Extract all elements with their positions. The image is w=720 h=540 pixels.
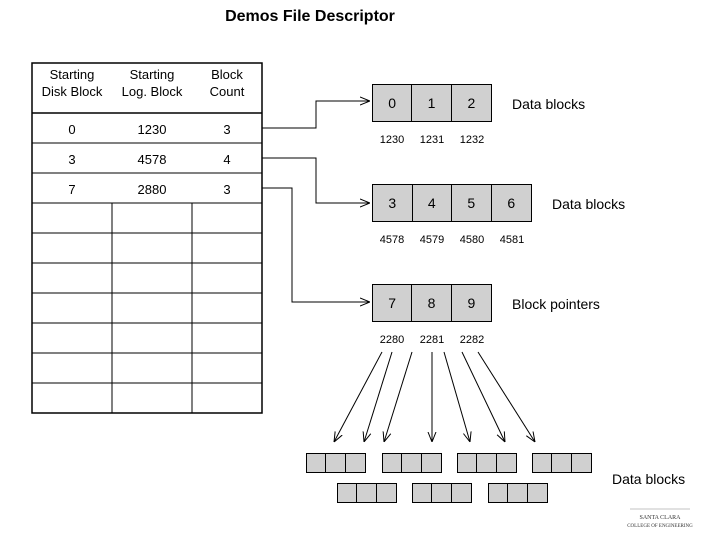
pointer-arrows xyxy=(334,351,535,442)
diagram-title: Demos File Descriptor xyxy=(225,8,395,25)
block-cell: 6 xyxy=(507,195,516,211)
table-row-dividers xyxy=(32,142,262,384)
block-address: 2282 xyxy=(459,334,485,346)
logo-line2: COLLEGE OF ENGINEERING xyxy=(627,524,693,529)
row3-disk-block: 7 xyxy=(68,182,76,197)
descriptor-table-frame xyxy=(31,62,263,414)
arrow-row1-to-group1 xyxy=(262,101,370,129)
header-starting-log-block: Starting Log. Block xyxy=(112,66,192,100)
block-cell: 5 xyxy=(452,185,492,221)
data-block-group xyxy=(382,453,442,473)
data-block-group xyxy=(337,483,397,503)
block-address: 2280 xyxy=(379,334,405,346)
block-group-3: 7 8 9 xyxy=(372,284,492,322)
logo-line1: SANTA CLARA xyxy=(639,515,681,521)
row1-disk-block: 0 xyxy=(68,122,76,137)
block-group-1: 0 1 2 xyxy=(372,84,492,122)
header-line: Block xyxy=(211,67,243,82)
header-line: Disk Block xyxy=(41,84,103,99)
group1-label: Data blocks xyxy=(512,96,586,112)
block-group-2: 3 4 5 6 xyxy=(372,184,532,222)
block-address: 4580 xyxy=(459,234,485,246)
row2-block-count: 4 xyxy=(223,152,231,167)
bottom-data-blocks-label: Data blocks xyxy=(612,471,686,487)
header-line: Starting xyxy=(49,67,95,82)
group3-label: Block pointers xyxy=(512,296,600,312)
row2-disk-block: 3 xyxy=(68,152,76,167)
block-address: 1230 xyxy=(379,134,405,146)
block-cell: 8 xyxy=(412,285,452,321)
block-address: 2281 xyxy=(419,334,445,346)
header-block-count: Block Count xyxy=(192,66,262,100)
block-address: 4581 xyxy=(499,234,525,246)
header-starting-disk-block: Starting Disk Block xyxy=(32,66,112,100)
block-cell: 3 xyxy=(373,185,413,221)
block-cell: 4 xyxy=(413,185,452,221)
block-address: 4578 xyxy=(379,234,405,246)
row2-log-block: 4578 xyxy=(137,152,167,167)
row1-block-count: 3 xyxy=(223,122,231,137)
header-line: Log. Block xyxy=(121,84,183,99)
block-cell: 1 xyxy=(412,85,452,121)
block-address: 1231 xyxy=(419,134,445,146)
data-block-group xyxy=(457,453,517,473)
block-cell: 0 xyxy=(373,85,413,121)
data-block-group xyxy=(412,483,472,503)
header-line: Starting xyxy=(129,67,175,82)
block-cell: 2 xyxy=(467,95,476,111)
data-block-group xyxy=(488,483,548,503)
block-address: 4579 xyxy=(419,234,445,246)
university-logo: SANTA CLARA COLLEGE OF ENGINEERING xyxy=(627,508,693,529)
block-address: 1232 xyxy=(459,134,485,146)
arrow-row2-to-group2 xyxy=(262,157,370,203)
table-column-dividers xyxy=(111,203,193,413)
row1-log-block: 1230 xyxy=(137,122,167,137)
arrow-row3-to-group3 xyxy=(262,187,370,302)
block-cell: 7 xyxy=(373,285,413,321)
group2-label: Data blocks xyxy=(552,196,626,212)
block-cell: 9 xyxy=(467,295,476,311)
header-line: Count xyxy=(209,84,245,99)
row3-block-count: 3 xyxy=(223,182,231,197)
row3-log-block: 2880 xyxy=(137,182,167,197)
data-block-group xyxy=(532,453,592,473)
data-block-group xyxy=(306,453,366,473)
